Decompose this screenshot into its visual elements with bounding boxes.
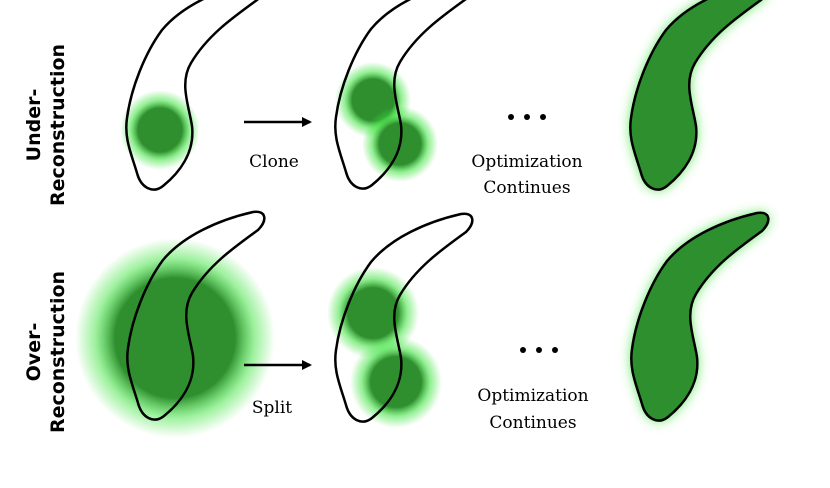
caption-optimization-line1: Optimization xyxy=(471,152,582,172)
row-label-under: Under- Reconstruction xyxy=(23,44,69,206)
under-stage-final xyxy=(629,0,769,191)
gaussian-blob xyxy=(75,238,275,438)
caption-optimization-line1: Optimization xyxy=(477,386,588,406)
under-stage-initial xyxy=(120,0,265,191)
gaussian-blob xyxy=(350,336,442,428)
over-stage-final xyxy=(630,211,770,422)
caption-split: Split xyxy=(252,398,292,418)
over-stage-split xyxy=(327,212,474,428)
caption-clone: Clone xyxy=(249,152,299,172)
gaussian-blob xyxy=(120,90,200,170)
row-label-over-line1: Over- xyxy=(23,323,45,382)
over-stage-initial xyxy=(75,210,275,438)
row-label-over: Over- Reconstruction xyxy=(23,271,69,433)
ellipsis-dots xyxy=(520,347,558,353)
caption-optimization-line2: Continues xyxy=(483,178,570,198)
ellipsis-dots xyxy=(508,114,546,120)
under-stage-cloned xyxy=(334,0,474,190)
caption-optimization-line2: Continues xyxy=(489,413,576,433)
row-label-over-line2: Reconstruction xyxy=(47,271,69,433)
row-label-under-line1: Under- xyxy=(23,89,45,162)
row-label-under-line2: Reconstruction xyxy=(47,44,69,206)
